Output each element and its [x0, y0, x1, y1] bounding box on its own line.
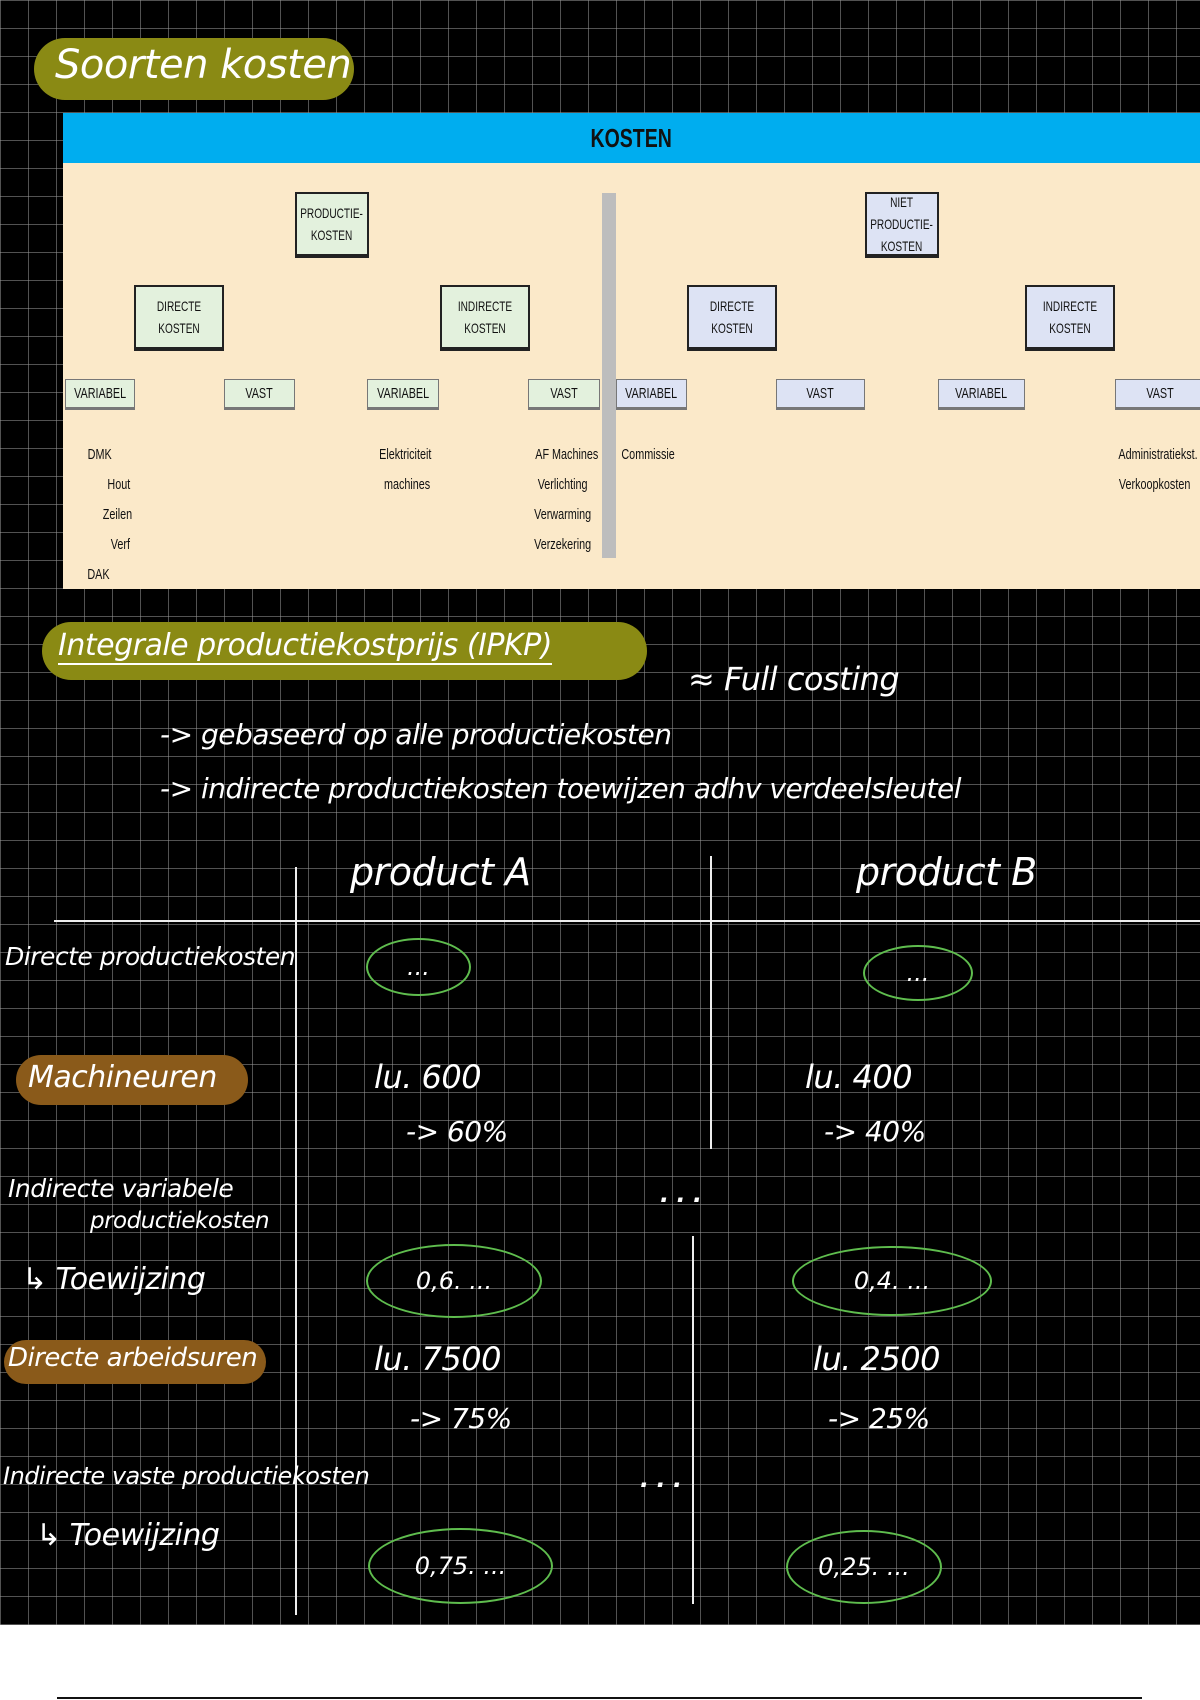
leaf-variabel: VARIABEL — [367, 379, 439, 410]
leaf-vast: VAST — [776, 379, 865, 410]
row-indirecte-variabele-2: productiekosten — [90, 1208, 270, 1234]
ellipsis-vast: . . . — [640, 1465, 682, 1493]
item-machines: machines — [383, 476, 431, 493]
leaf-variabel: VARIABEL — [65, 379, 135, 410]
cell-mu-pct-b: -> 40% — [824, 1115, 926, 1148]
box-productiekosten: PRODUCTIE-KOSTEN — [295, 192, 369, 258]
item-verwarming: Verwarming — [534, 506, 592, 523]
kosten-diagram: KOSTEN PRODUCTIE-KOSTEN NIET PRODUCTIE-K… — [63, 113, 1200, 589]
item-elektriciteit: Elektriciteit — [379, 446, 432, 463]
row-toewijzing-2: ↳ Toewijzing — [36, 1518, 220, 1553]
full-costing-note: ≈ Full costing — [688, 660, 900, 698]
item-commissie: Commissie — [621, 446, 675, 463]
row-indirecte-vaste: Indirecte vaste productiekosten — [3, 1462, 370, 1490]
whiteboard-canvas: Soorten kosten KOSTEN PRODUCTIE-KOSTEN N… — [0, 0, 1200, 1625]
item-dmk: DMK — [87, 446, 112, 463]
cell-mu-pct-a: -> 60% — [406, 1115, 508, 1148]
leaf-vast: VAST — [1115, 379, 1200, 410]
box-directe-kosten-niet-productie: DIRECTE KOSTEN — [687, 285, 777, 351]
cell-au-pct-b: -> 25% — [828, 1402, 930, 1435]
item-verf: Verf — [110, 536, 130, 553]
page-bottom-line — [57, 1697, 1142, 1699]
row-machineuren: Machineuren — [28, 1060, 217, 1095]
item-hout: Hout — [107, 476, 131, 493]
cell-toew1-a: 0,6. ... — [366, 1244, 542, 1318]
cell-toew2-a: 0,75. ... — [368, 1528, 553, 1604]
table-mid-divider — [710, 856, 712, 1149]
item-zeilen: Zeilen — [102, 506, 133, 523]
cell-toew2-b: 0,25. ... — [786, 1530, 942, 1604]
cell-au-b: lu. 2500 — [813, 1340, 940, 1378]
cell-toew1-b: 0,4. ... — [792, 1246, 992, 1316]
row-directe-arbeidsuren: Directe arbeidsuren — [8, 1343, 258, 1373]
table-mid-divider-lower — [692, 1236, 694, 1604]
leaf-variabel: VARIABEL — [938, 379, 1025, 410]
machineuren-highlight — [16, 1055, 248, 1105]
ipkp-title: Integrale productiekostprijs (IPKP) — [58, 628, 552, 665]
page-title: Soorten kosten — [55, 42, 352, 88]
cell-au-a: lu. 7500 — [374, 1340, 501, 1378]
item-verzekering: Verzekering — [534, 536, 592, 553]
col-product-b: product B — [856, 850, 1037, 894]
box-indirecte-kosten-niet-productie: INDIRECTE KOSTEN — [1025, 285, 1115, 351]
item-verlichting: Verlichting — [537, 476, 588, 493]
box-directe-kosten-productie: DIRECTE KOSTEN — [134, 285, 224, 351]
box-niet-productiekosten: NIET PRODUCTIE-KOSTEN — [865, 192, 939, 258]
arbeidsuren-highlight — [4, 1340, 266, 1384]
row-toewijzing-1: ↳ Toewijzing — [22, 1262, 206, 1297]
leaf-vast: VAST — [528, 379, 600, 410]
item-verkoop: Verkoopkosten — [1118, 476, 1191, 493]
title-highlight — [34, 38, 354, 100]
table-left-divider — [295, 867, 297, 1615]
row-directe-productiekosten: Directe productiekosten — [5, 942, 296, 971]
leaf-variabel: VARIABEL — [616, 379, 687, 410]
cell-directe-a: ... — [366, 938, 471, 996]
box-indirecte-kosten-productie: INDIRECTE KOSTEN — [440, 285, 530, 351]
diagram-divider — [602, 193, 616, 558]
leaf-vast: VAST — [224, 379, 295, 410]
item-dak: DAK — [87, 566, 110, 583]
kosten-header: KOSTEN — [63, 113, 1200, 163]
item-administratie: Administratiekst. — [1118, 446, 1198, 463]
table-header-line — [54, 920, 1200, 922]
cell-au-pct-a: -> 75% — [410, 1402, 512, 1435]
bullet-indirecte: -> indirecte productiekosten toewijzen a… — [160, 772, 962, 805]
cell-mu-a: lu. 600 — [374, 1058, 482, 1096]
bullet-gebaseerd: -> gebaseerd op alle productiekosten — [160, 718, 672, 751]
ipkp-highlight — [42, 622, 647, 680]
cell-directe-b: ... — [863, 945, 973, 1001]
row-indirecte-variabele: Indirecte variabele — [8, 1174, 234, 1203]
cell-mu-b: lu. 400 — [805, 1058, 913, 1096]
item-af-machines: AF Machines — [535, 446, 599, 463]
col-product-a: product A — [350, 850, 531, 894]
ellipsis-variabel: . . . — [660, 1180, 702, 1208]
